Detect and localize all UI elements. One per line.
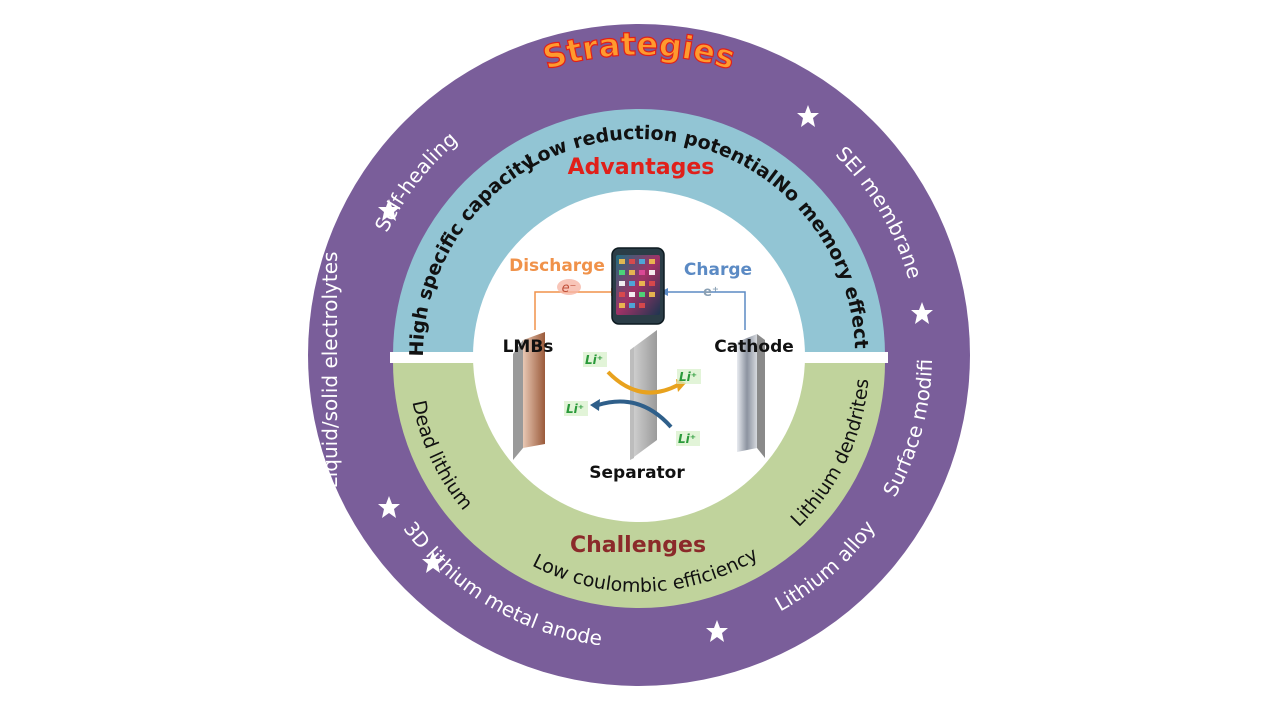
- li-ion-label: Li⁺: [566, 402, 584, 416]
- discharge-wire: [534, 291, 611, 330]
- ion-arrow-charge-head-icon: [590, 399, 600, 411]
- li-ion-label: Li⁺: [678, 432, 696, 446]
- separator: [630, 330, 657, 460]
- advantages-heading: Advantages: [568, 155, 715, 180]
- star-icons: [378, 105, 933, 642]
- anode-electrode: [513, 332, 545, 460]
- cathode-label: Cathode: [714, 337, 794, 357]
- charge-wire: [668, 291, 746, 330]
- cathode-electrode: [737, 334, 765, 458]
- star-icon: [422, 551, 444, 573]
- discharge-label: Discharge: [509, 256, 605, 276]
- ion-arrow-discharge: [606, 370, 679, 395]
- lithium-ions: Li⁺ Li⁺ Li⁺ Li⁺: [564, 352, 701, 446]
- electron-right: e⁺: [703, 285, 719, 300]
- electron-left: e⁻: [562, 281, 577, 296]
- star-icon: [911, 302, 933, 324]
- star-icon: [378, 199, 400, 221]
- li-ion-label: Li⁺: [585, 353, 603, 367]
- separator-label: Separator: [589, 463, 685, 483]
- battery-cell-illustration: Discharge Charge e⁻ e⁺: [503, 247, 794, 483]
- star-icon: [706, 620, 728, 642]
- strategy-electrolytes: Liquid/solid electrolytes: [318, 252, 342, 489]
- li-ion-label: Li⁺: [679, 370, 697, 384]
- ion-arrow-charge: [597, 399, 673, 429]
- star-icon: [797, 105, 819, 127]
- electron-glow: [557, 279, 581, 295]
- challenges-heading: Challenges: [570, 533, 706, 558]
- charge-label: Charge: [684, 260, 752, 280]
- anode-label: LMBs: [503, 337, 554, 357]
- smartphone-icon: [611, 247, 665, 325]
- star-icon: [378, 496, 400, 518]
